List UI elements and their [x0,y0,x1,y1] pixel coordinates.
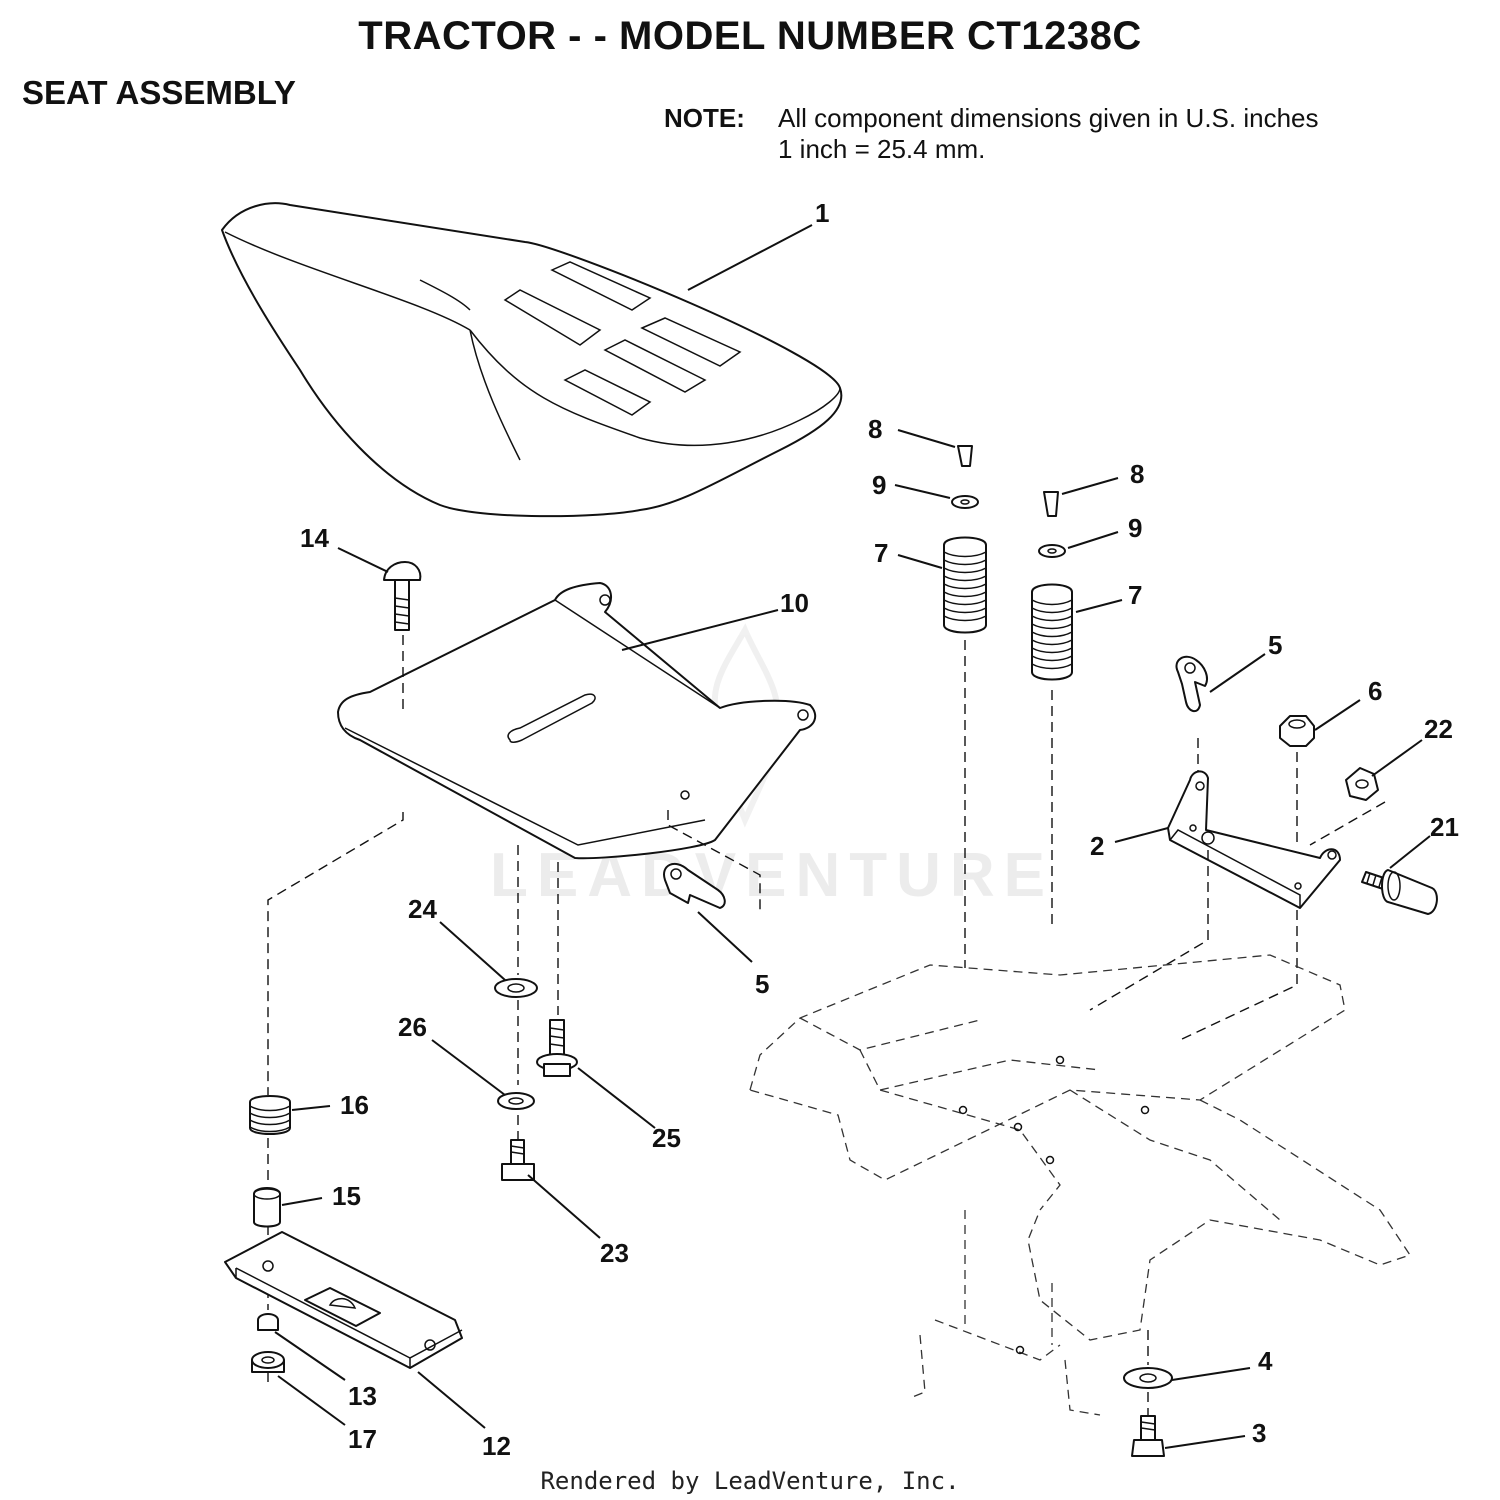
bolt-25[interactable] [536,1019,578,1077]
washer-24[interactable] [494,978,538,998]
nut-22[interactable] [1345,767,1379,801]
carriage-bolt-14[interactable] [383,561,422,631]
seat[interactable] [221,202,843,518]
note-line-1: All component dimensions given in U.S. i… [778,103,1319,133]
callout-13: 13 [348,1381,377,1411]
bolt-3[interactable] [1131,1415,1165,1457]
nut-13[interactable] [257,1313,279,1331]
clip-5-upper[interactable] [1175,655,1208,713]
callout-10: 10 [780,588,809,618]
callout-16: 16 [340,1090,369,1120]
callout-5-lower: 5 [755,969,769,999]
bolt-23[interactable] [501,1139,535,1181]
seat-pan[interactable] [337,582,817,860]
callout-1: 1 [815,198,829,228]
callout-23: 23 [600,1238,629,1268]
note-label: NOTE: [664,103,745,133]
section-title: SEAT ASSEMBLY [22,74,296,111]
screw-8-left[interactable] [957,445,973,467]
callout-17: 17 [348,1424,377,1454]
washer-9-right[interactable] [1038,544,1066,558]
callout-26: 26 [398,1012,427,1042]
callout-7-left: 7 [874,538,888,568]
screw-8-right[interactable] [1043,491,1059,517]
washer-9-left[interactable] [951,495,979,509]
callout-12: 12 [482,1431,511,1461]
callout-3: 3 [1252,1418,1266,1448]
spring-16[interactable] [249,1095,291,1135]
washer-4[interactable] [1123,1367,1173,1389]
callout-24: 24 [408,894,437,924]
callout-25: 25 [652,1123,681,1153]
page-title: TRACTOR - - MODEL NUMBER CT1238C [358,14,1142,58]
spacer-15[interactable] [253,1187,281,1228]
spring-7-right[interactable] [1031,583,1073,681]
footer-credit: Rendered by LeadVenture, Inc. [540,1467,960,1495]
seat-bracket-2[interactable] [1167,770,1341,909]
washer-26[interactable] [497,1092,535,1110]
plate-12[interactable] [224,1231,463,1369]
callout-5-upper: 5 [1268,630,1282,660]
callout-2: 2 [1090,831,1104,861]
nut-17[interactable] [251,1351,285,1373]
callout-14: 14 [300,523,329,553]
callout-9-left: 9 [872,470,886,500]
callout-6: 6 [1368,676,1382,706]
callout-8-left: 8 [868,414,882,444]
tractor-frame-phantom [749,954,1412,1416]
callout-22: 22 [1424,714,1453,744]
nut-6[interactable] [1279,715,1315,747]
bolt-21[interactable] [1361,869,1438,915]
callout-8-right: 8 [1130,459,1144,489]
callout-15: 15 [332,1181,361,1211]
callout-4: 4 [1258,1346,1273,1376]
clip-5-lower[interactable] [663,862,726,909]
callout-21: 21 [1430,812,1459,842]
note-line-2: 1 inch = 25.4 mm. [778,134,986,164]
callout-7-right: 7 [1128,580,1142,610]
callout-9-right: 9 [1128,513,1142,543]
spring-7-left[interactable] [943,536,987,634]
